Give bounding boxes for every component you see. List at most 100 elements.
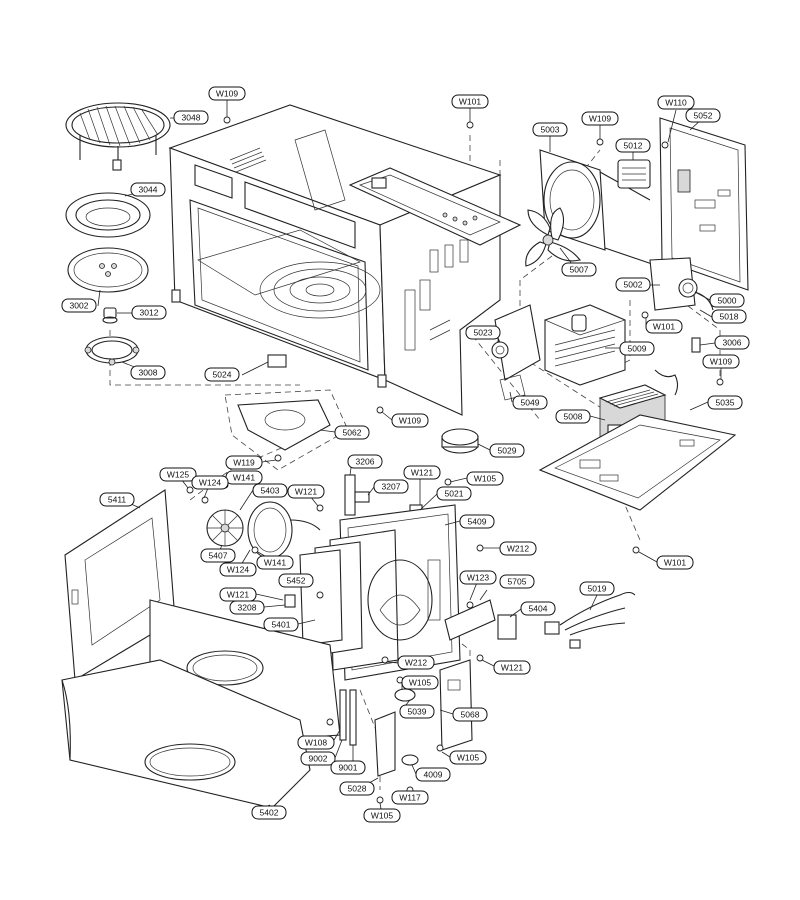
callout-5007: 5007: [561, 262, 597, 277]
callout-text: 5009: [628, 344, 647, 354]
callout-W105: W105: [401, 675, 439, 690]
turntable-coupler: [102, 307, 118, 324]
callout-5705: 5705: [499, 574, 535, 589]
callout-text: W123: [467, 573, 489, 583]
callout-text: 5021: [445, 489, 464, 499]
callout-3048: 3048: [173, 110, 209, 125]
callout-text: 5452: [287, 576, 306, 586]
callout-text: 5002: [624, 280, 643, 290]
wire-harness: [544, 591, 636, 649]
callout-text: W108: [305, 738, 327, 748]
callout-text: 9001: [339, 763, 358, 773]
callout-3208: 3208: [229, 600, 265, 615]
callout-text: W109: [589, 114, 611, 124]
callout-W105: W105: [466, 471, 504, 486]
callout-text: 3008: [139, 368, 158, 378]
rear-panel: [659, 117, 749, 291]
callout-W121: W121: [287, 484, 325, 499]
callout-W101: W101: [451, 94, 489, 109]
callout-W212: W212: [499, 541, 537, 556]
callout-text: W105: [457, 753, 479, 763]
callout-text: W109: [216, 89, 238, 99]
vent-grille: [229, 147, 267, 173]
callout-5009: 5009: [619, 341, 655, 356]
callout-text: W141: [264, 558, 286, 568]
callout-3206: 3206: [347, 454, 383, 469]
callout-W109: W109: [208, 86, 246, 101]
callout-5002: 5002: [615, 277, 651, 292]
callout-W105: W105: [363, 808, 401, 823]
callout-5404: 5404: [520, 601, 556, 616]
door-assembly: [299, 504, 461, 681]
callout-5008: 5008: [555, 409, 591, 424]
callout-W121: W121: [219, 587, 257, 602]
callout-text: W124: [199, 478, 221, 488]
callout-labels: W109 3048 W101 5003 W109 W110 5052 5012 …: [61, 86, 750, 823]
callout-text: W109: [399, 416, 421, 426]
callout-text: W101: [459, 97, 481, 107]
stirrer-motor: [441, 428, 479, 454]
callout-9001: 9001: [330, 760, 366, 775]
callout-W124: W124: [219, 562, 257, 577]
callout-text: 5401: [272, 620, 291, 630]
callout-text: 5403: [261, 486, 280, 496]
transformer-windings: [605, 389, 659, 407]
callout-text: W110: [665, 98, 687, 108]
callout-5019: 5019: [579, 581, 615, 596]
callout-text: 5039: [408, 707, 427, 717]
callout-text: 5052: [694, 111, 713, 121]
callout-5402: 5402: [251, 805, 287, 820]
callout-text: W117: [399, 793, 421, 803]
callout-text: W119: [233, 458, 255, 468]
callout-text: 5409: [468, 517, 487, 527]
callout-text: 5023: [474, 328, 493, 338]
callout-text: W109: [710, 357, 732, 367]
callout-W123: W123: [459, 570, 497, 585]
convection-fan: [206, 509, 244, 547]
callout-5012: 5012: [615, 138, 651, 153]
callout-text: 3002: [70, 301, 89, 311]
misc-small-parts: [284, 594, 419, 777]
callout-5023: 5023: [465, 325, 501, 340]
callout-text: 4009: [424, 770, 443, 780]
thermostat-bracket: [649, 257, 714, 311]
callout-text: W124: [227, 565, 249, 575]
callout-5068: 5068: [452, 707, 488, 722]
callout-text: 5000: [718, 296, 737, 306]
callout-text: W105: [409, 678, 431, 688]
waveguide: [491, 304, 541, 401]
callout-text: 5018: [720, 312, 739, 322]
callout-text: 5062: [343, 428, 362, 438]
callout-W141: W141: [225, 470, 263, 485]
callout-5018: 5018: [711, 309, 747, 324]
callout-text: 3012: [140, 308, 159, 318]
callout-3006: 3006: [714, 335, 750, 350]
callout-text: 5404: [529, 604, 548, 614]
callout-3044: 3044: [130, 182, 166, 197]
callout-5401: 5401: [263, 617, 299, 632]
magnetron: [544, 304, 626, 386]
callout-5039: 5039: [399, 704, 435, 719]
turntable-tray: [65, 192, 151, 238]
callout-W109: W109: [391, 413, 429, 428]
callout-W212: W212: [397, 655, 435, 670]
callout-text: W101: [653, 322, 675, 332]
callout-text: W121: [411, 468, 433, 478]
callout-W108: W108: [297, 735, 335, 750]
callout-text: 5402: [260, 808, 279, 818]
callout-W117: W117: [391, 790, 429, 805]
part-3006-connector: [654, 337, 701, 396]
callout-5049: 5049: [512, 395, 548, 410]
callout-text: W121: [295, 487, 317, 497]
outer-door: [64, 489, 176, 681]
callout-text: W212: [405, 658, 427, 668]
callout-W101: W101: [656, 555, 694, 570]
callout-3207: 3207: [373, 479, 409, 494]
callout-W125: W125: [159, 467, 197, 482]
callout-W105: W105: [449, 750, 487, 765]
callout-text: W105: [474, 474, 496, 484]
callout-text: 5068: [461, 710, 480, 720]
callout-5029: 5029: [489, 443, 525, 458]
callout-W109: W109: [581, 111, 619, 126]
